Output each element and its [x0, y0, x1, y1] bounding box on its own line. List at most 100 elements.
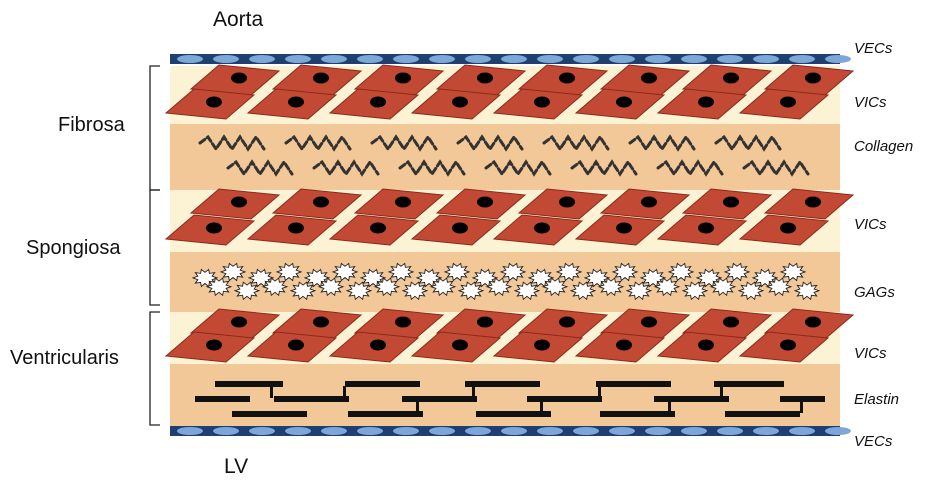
vec-cell-icon — [501, 427, 527, 435]
vec-cell-icon — [753, 55, 779, 63]
elastin-bar-icon — [654, 396, 729, 402]
vic-nucleus-icon — [805, 73, 821, 84]
elastin-connector-icon — [270, 386, 273, 398]
vec-cell-icon — [285, 427, 311, 435]
vec-cell-icon — [609, 55, 635, 63]
ventricularis-bracket — [150, 312, 160, 425]
lv-label: LV — [224, 455, 248, 479]
vec-cell-icon — [789, 55, 815, 63]
vec-cell-icon — [177, 427, 203, 435]
vic-nucleus-icon — [370, 340, 386, 351]
vec-cell-icon — [573, 55, 599, 63]
vics-label-2: VICs — [854, 216, 887, 233]
fibrosa-label: Fibrosa — [58, 114, 125, 137]
vic-nucleus-icon — [395, 197, 411, 208]
vec-cell-icon — [789, 427, 815, 435]
vic-nucleus-icon — [723, 197, 739, 208]
vec-cell-icon — [213, 427, 239, 435]
vec-cell-icon — [249, 427, 275, 435]
elastin-connector-icon — [598, 386, 601, 398]
vecs-top-label: VECs — [854, 40, 892, 57]
fibrosa-bracket — [150, 66, 160, 190]
elastin-bar-icon — [600, 411, 675, 417]
vic-nucleus-icon — [641, 197, 657, 208]
elastin-connector-icon — [540, 401, 543, 413]
vic-nucleus-icon — [206, 223, 222, 234]
vic-nucleus-icon — [559, 197, 575, 208]
elastin-bar-icon — [232, 411, 307, 417]
elastin-bar-icon — [476, 411, 551, 417]
vec-cell-icon — [285, 55, 311, 63]
vic-nucleus-icon — [805, 317, 821, 328]
vec-cell-icon — [537, 55, 563, 63]
vec-cell-icon — [465, 427, 491, 435]
vec-cell-icon — [717, 55, 743, 63]
elastin-bar-icon — [714, 381, 784, 387]
vic-nucleus-icon — [313, 197, 329, 208]
vic-nucleus-icon — [780, 97, 796, 108]
vec-cell-icon — [825, 55, 851, 63]
vec-cell-icon — [321, 427, 347, 435]
vec-cell-icon — [249, 55, 275, 63]
vec-cell-icon — [357, 427, 383, 435]
vic-nucleus-icon — [780, 340, 796, 351]
spongiosa-bracket — [150, 190, 160, 305]
vic-nucleus-icon — [206, 97, 222, 108]
collagen-label: Collagen — [854, 138, 913, 155]
vic-nucleus-icon — [698, 97, 714, 108]
vec-cell-icon — [717, 427, 743, 435]
elastin-connector-icon — [472, 386, 475, 398]
vic-nucleus-icon — [559, 317, 575, 328]
vic-nucleus-icon — [534, 340, 550, 351]
vec-cell-icon — [213, 55, 239, 63]
vic-nucleus-icon — [534, 97, 550, 108]
vic-nucleus-icon — [313, 73, 329, 84]
elastin-bar-icon — [402, 396, 477, 402]
vic-nucleus-icon — [231, 73, 247, 84]
ventricularis-label: Ventricularis — [10, 347, 119, 370]
vec-cell-icon — [321, 55, 347, 63]
elastin-bar-icon — [596, 381, 671, 387]
vec-cell-icon — [393, 427, 419, 435]
vic-nucleus-icon — [452, 340, 468, 351]
vic-nucleus-icon — [288, 340, 304, 351]
elastin-connector-icon — [343, 386, 346, 398]
vic-nucleus-icon — [370, 223, 386, 234]
vic-nucleus-icon — [395, 73, 411, 84]
vic-nucleus-icon — [288, 97, 304, 108]
vic-nucleus-icon — [559, 73, 575, 84]
vic-nucleus-icon — [805, 197, 821, 208]
vic-nucleus-icon — [534, 223, 550, 234]
vic-nucleus-icon — [780, 223, 796, 234]
vec-cell-icon — [501, 55, 527, 63]
spongiosa-label: Spongiosa — [26, 237, 121, 260]
vec-cell-icon — [429, 55, 455, 63]
elastin-connector-icon — [668, 401, 671, 413]
elastin-connector-icon — [416, 401, 419, 413]
vic-nucleus-icon — [477, 73, 493, 84]
layer-bands — [170, 66, 840, 426]
vic-nucleus-icon — [616, 223, 632, 234]
elastin-bar-icon — [195, 396, 250, 402]
vic-nucleus-icon — [698, 223, 714, 234]
vec-cell-icon — [357, 55, 383, 63]
vic-nucleus-icon — [452, 97, 468, 108]
vic-nucleus-icon — [723, 73, 739, 84]
elastin-label: Elastin — [854, 391, 899, 408]
vic-nucleus-icon — [723, 317, 739, 328]
vic-nucleus-icon — [616, 340, 632, 351]
vic-nucleus-icon — [641, 73, 657, 84]
vec-cell-icon — [753, 427, 779, 435]
vic-nucleus-icon — [370, 97, 386, 108]
vec-cell-icon — [465, 55, 491, 63]
vic-nucleus-icon — [288, 223, 304, 234]
vic-nucleus-icon — [698, 340, 714, 351]
vic-nucleus-icon — [641, 317, 657, 328]
gags-label: GAGs — [854, 284, 895, 301]
elastin-bar-icon — [348, 411, 423, 417]
vic-nucleus-icon — [452, 223, 468, 234]
layer-band — [170, 124, 840, 190]
vic-nucleus-icon — [616, 97, 632, 108]
elastin-connector-icon — [800, 401, 803, 413]
elastin-bar-icon — [725, 411, 800, 417]
